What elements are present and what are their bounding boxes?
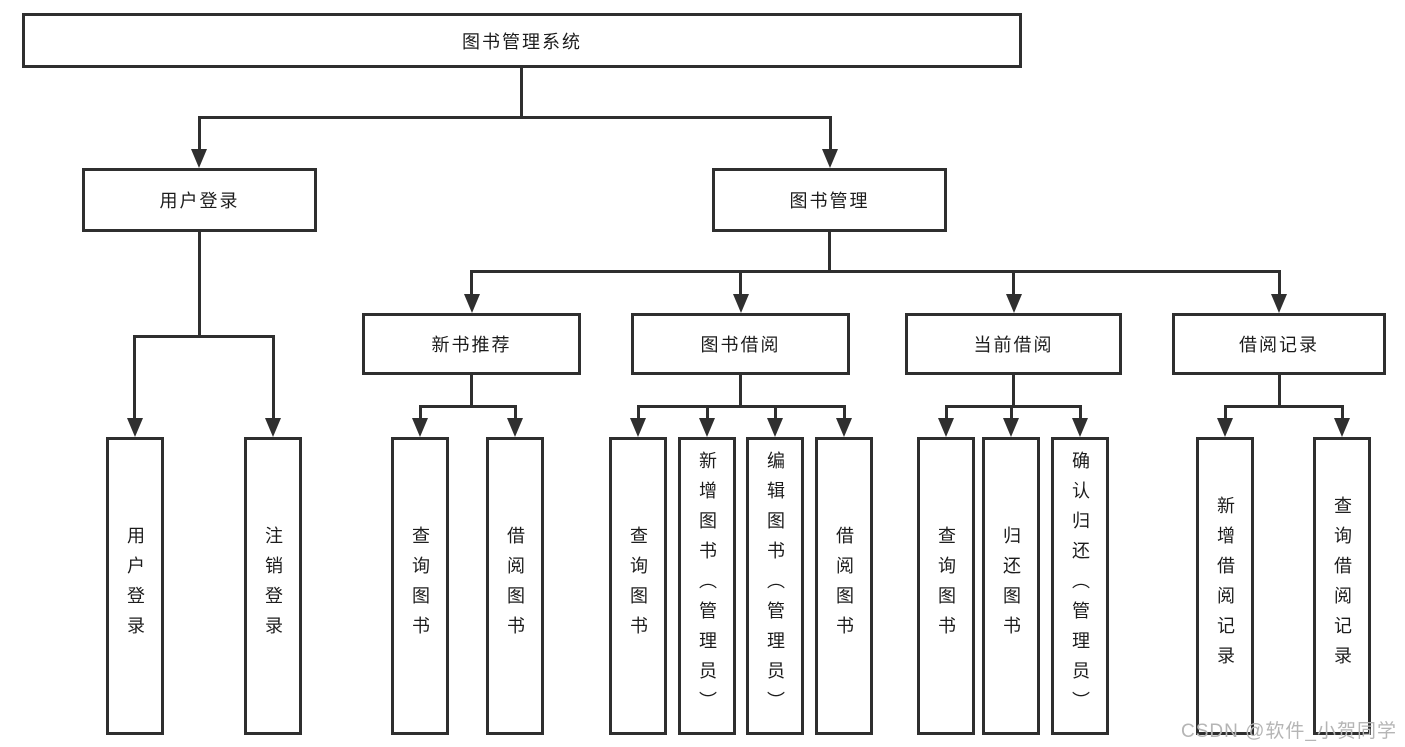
leaf-query-books-borrowing-label: 查询图书: [628, 526, 648, 646]
node-root-label: 图书管理系统: [462, 31, 582, 52]
node-borrow-records-label: 借阅记录: [1239, 335, 1319, 355]
connector-arrowhead-icon: [1271, 294, 1287, 313]
leaf-add-book-admin: 新增图书（管理员）: [678, 437, 736, 735]
connector-line: [470, 270, 473, 298]
leaf-query-books-current-label: 查询图书: [936, 526, 956, 646]
connector-arrowhead-icon: [1334, 418, 1350, 437]
connector-line: [419, 405, 422, 421]
connector-line: [198, 232, 201, 338]
connector-line: [520, 68, 523, 118]
connector-line: [945, 405, 948, 421]
connector-line: [514, 405, 517, 421]
node-book-borrowing: 图书借阅: [631, 313, 850, 375]
connector-line: [1278, 375, 1281, 408]
node-new-book-recommend-label: 新书推荐: [431, 335, 512, 355]
leaf-user-login: 用户登录: [106, 437, 164, 735]
connector-line: [829, 116, 832, 154]
connector-line: [828, 232, 831, 273]
leaf-edit-book-admin-label: 编辑图书（管理员）: [765, 451, 785, 721]
connector-arrowhead-icon: [1006, 294, 1022, 313]
leaf-add-book-admin-label: 新增图书（管理员）: [697, 451, 717, 721]
connector-line: [774, 405, 777, 421]
leaf-borrow-books-borrowing: 借阅图书: [815, 437, 873, 735]
connector-line: [1341, 405, 1344, 421]
leaf-query-books-current: 查询图书: [917, 437, 975, 735]
leaf-add-borrow-record: 新增借阅记录: [1196, 437, 1254, 735]
connector-line: [637, 405, 845, 408]
node-borrow-records: 借阅记录: [1172, 313, 1386, 375]
connector-arrowhead-icon: [127, 418, 143, 437]
connector-arrowhead-icon: [822, 149, 838, 168]
connector-arrowhead-icon: [412, 418, 428, 437]
connector-line: [706, 405, 709, 421]
node-root: 图书管理系统: [22, 13, 1022, 68]
leaf-query-books-recommend-label: 查询图书: [410, 526, 430, 646]
connector-line: [739, 270, 742, 298]
connector-arrowhead-icon: [191, 149, 207, 168]
node-book-management: 图书管理: [712, 168, 947, 232]
leaf-logout-label: 注销登录: [263, 526, 283, 646]
connector-line: [419, 405, 517, 408]
connector-arrowhead-icon: [733, 294, 749, 313]
leaf-borrow-books-recommend-label: 借阅图书: [505, 526, 525, 646]
node-new-book-recommend: 新书推荐: [362, 313, 581, 375]
connector-arrowhead-icon: [1072, 418, 1088, 437]
connector-arrowhead-icon: [699, 418, 715, 437]
node-current-borrowing-label: 当前借阅: [973, 335, 1054, 355]
leaf-query-borrow-record: 查询借阅记录: [1313, 437, 1371, 735]
connector-arrowhead-icon: [1217, 418, 1233, 437]
connector-line: [739, 375, 742, 408]
connector-line: [1278, 270, 1281, 298]
node-book-management-label: 图书管理: [789, 191, 870, 211]
leaf-borrow-books-borrowing-label: 借阅图书: [834, 526, 854, 646]
connector-line: [272, 335, 275, 422]
node-book-borrowing-label: 图书借阅: [700, 335, 781, 355]
leaf-confirm-return-admin-label: 确认归还（管理员）: [1070, 451, 1090, 721]
connector-arrowhead-icon: [507, 418, 523, 437]
csdn-watermark: CSDN @软件_小贺同学: [1181, 721, 1397, 742]
connector-line: [198, 116, 201, 154]
leaf-query-books-borrowing: 查询图书: [609, 437, 667, 735]
node-user-login-label: 用户登录: [159, 191, 240, 211]
leaf-edit-book-admin: 编辑图书（管理员）: [746, 437, 804, 735]
connector-line: [133, 335, 275, 338]
connector-arrowhead-icon: [767, 418, 783, 437]
leaf-query-books-recommend: 查询图书: [391, 437, 449, 735]
leaf-add-borrow-record-label: 新增借阅记录: [1215, 496, 1235, 676]
connector-line: [470, 375, 473, 408]
connector-line: [133, 335, 136, 422]
leaf-user-login-label: 用户登录: [125, 526, 145, 646]
leaf-return-book-label: 归还图书: [1001, 526, 1021, 646]
connector-line: [945, 405, 1082, 408]
connector-line: [1079, 405, 1082, 421]
connector-line: [198, 116, 832, 119]
connector-line: [1010, 405, 1013, 421]
leaf-borrow-books-recommend: 借阅图书: [486, 437, 544, 735]
leaf-confirm-return-admin: 确认归还（管理员）: [1051, 437, 1109, 735]
leaf-query-borrow-record-label: 查询借阅记录: [1332, 496, 1352, 676]
connector-line: [470, 270, 1280, 273]
connector-arrowhead-icon: [464, 294, 480, 313]
connector-arrowhead-icon: [1003, 418, 1019, 437]
connector-line: [1012, 375, 1015, 408]
connector-line: [1224, 405, 1227, 421]
connector-line: [843, 405, 846, 421]
connector-arrowhead-icon: [630, 418, 646, 437]
connector-line: [1012, 270, 1015, 298]
connector-line: [637, 405, 640, 421]
node-user-login: 用户登录: [82, 168, 317, 232]
leaf-return-book: 归还图书: [982, 437, 1040, 735]
leaf-logout: 注销登录: [244, 437, 302, 735]
connector-arrowhead-icon: [938, 418, 954, 437]
connector-arrowhead-icon: [836, 418, 852, 437]
connector-line: [1224, 405, 1344, 408]
node-current-borrowing: 当前借阅: [905, 313, 1122, 375]
connector-arrowhead-icon: [265, 418, 281, 437]
